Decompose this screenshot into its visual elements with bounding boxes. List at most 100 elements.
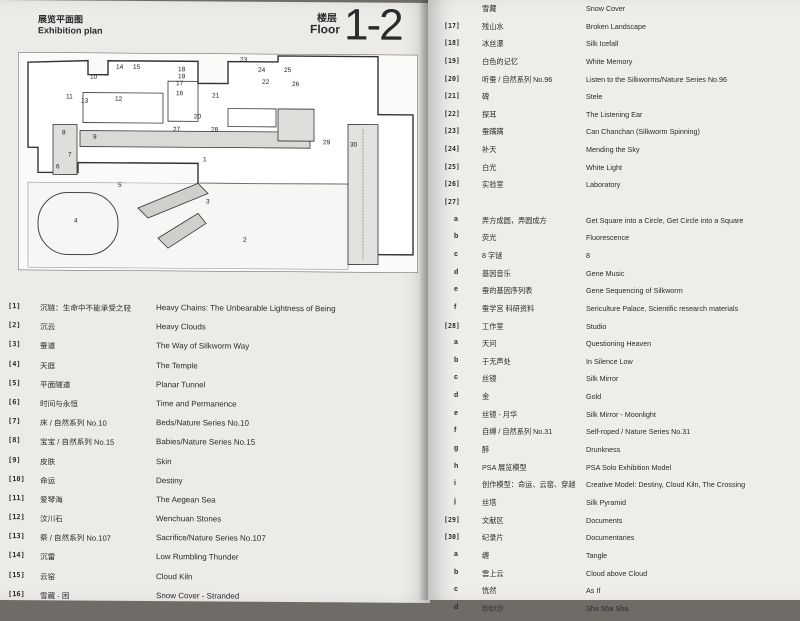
legend-cn: 探耳	[482, 109, 497, 119]
legend-en: Silk Mirror	[586, 374, 619, 384]
legend-num: e	[454, 409, 458, 417]
legend-en: Cloud above Cloud	[586, 568, 648, 578]
legend-num: [27]	[444, 198, 460, 207]
plan-label-28: 28	[211, 126, 219, 133]
left-page: 展览平面图 Exhibition plan 楼层 Floor 1-2 1 2 3…	[0, 0, 430, 604]
legend-num: [28]	[444, 321, 460, 330]
legend-cn: 雲上云	[482, 568, 504, 578]
legend-cn: 恍然	[482, 586, 497, 596]
legend-num: [23]	[444, 127, 460, 136]
legend-cn: 蚕道	[40, 341, 56, 351]
legend-num: j	[454, 497, 456, 505]
legend-cn: 蚕的基因序列表	[482, 286, 533, 296]
plan-label-14: 14	[116, 64, 124, 71]
legend-en: Studio	[586, 321, 607, 331]
legend-num: [1]	[8, 302, 21, 311]
legend-num: c	[454, 374, 458, 382]
legend-num: [10]	[8, 474, 25, 483]
legend-en: The Aegean Sea	[156, 494, 216, 505]
legend-num: [19]	[444, 56, 460, 65]
legend-en: Time and Permanence	[156, 399, 237, 409]
legend-en: Documentaries	[586, 533, 635, 543]
legend-cn: 床 / 自然系列 No.10	[40, 418, 107, 428]
legend-en: Beds/Nature Series No.10	[156, 418, 249, 428]
plan-label-15: 15	[133, 64, 141, 71]
legend-cn: 弄方成圆，弄圆成方	[482, 215, 547, 225]
plan-label-12: 12	[115, 96, 123, 103]
legend-en: Heavy Clouds	[156, 322, 206, 332]
plan-label-18: 18	[178, 66, 186, 73]
plan-title-en: Exhibition plan	[38, 25, 103, 36]
legend-en: Listen to the Silkworms/Nature Series No…	[586, 74, 728, 84]
legend-num: [7]	[8, 417, 21, 426]
legend-num: [20]	[444, 74, 460, 83]
legend-row: [30] 纪录片 Documentaries	[444, 533, 794, 551]
legend-en: PSA Solo Exhibition Model	[586, 462, 672, 472]
legend-cn: 宝宝 / 自然系列 No.15	[40, 437, 115, 448]
legend-en: Drunkness	[586, 445, 621, 455]
legend-en: Silk Mirror - Moonlight	[586, 409, 656, 419]
plan-label-7: 7	[68, 151, 72, 158]
plan-label-9: 9	[93, 134, 97, 141]
legend-cn: 荧光	[482, 233, 497, 243]
legend-en: In Silence Low	[586, 356, 633, 366]
legend-en: Sha Sha Sha	[586, 603, 629, 613]
legend-num: [30]	[444, 533, 460, 542]
legend-cn: 祭 / 自然系列 No.107	[40, 533, 111, 544]
legend-cn: 天问	[482, 339, 497, 349]
legend-en: The Way of Silkworm Way	[156, 341, 250, 352]
legend-cn: 纪录片	[482, 533, 504, 543]
legend-cn: 实验室	[482, 180, 504, 190]
plan-label-4: 4	[74, 218, 78, 225]
plan-label-27: 27	[173, 126, 181, 133]
legend-num: [6]	[8, 397, 21, 407]
legend-num: [9]	[8, 455, 21, 464]
legend-en: Mending the Sky	[586, 145, 640, 155]
legend-cn: 命运	[40, 475, 56, 486]
legend-cn: 白光	[482, 162, 497, 172]
legend-num: [16]	[8, 589, 25, 598]
plan-label-10: 10	[90, 74, 98, 81]
legend-num: [3]	[8, 340, 21, 349]
legend-cn: 补天	[482, 145, 497, 155]
legend-en: Heavy Chains: The Unbearable Lightness o…	[156, 303, 336, 314]
legend-en: Silk Pyramid	[586, 497, 626, 507]
plan-label-11: 11	[66, 93, 73, 100]
legend-num: [17]	[444, 21, 460, 30]
legend-num: [11]	[8, 493, 25, 503]
legend-en: Creative Model: Destiny, Cloud Kiln, The…	[586, 480, 746, 490]
legend-num: [12]	[8, 513, 25, 522]
legend-en: Low Rumbling Thunder	[156, 552, 239, 563]
legend-en: Stele	[586, 92, 603, 102]
legend-num: [24]	[444, 145, 460, 154]
legend-num: [29]	[444, 515, 460, 524]
legend-num: h	[454, 462, 459, 470]
floor-plan: 1 2 3 4 5 6 7 8 9 10 11 12 13 14 15 16 1…	[18, 52, 418, 273]
legend-cn: 汶川石	[40, 514, 63, 524]
legend-num: f	[454, 427, 457, 435]
legend-num: a	[454, 550, 458, 558]
legend-en: The Temple	[156, 360, 198, 370]
legend-num: g	[454, 445, 459, 453]
floor-number: 1-2	[344, 0, 402, 50]
plan-label-26: 26	[292, 81, 300, 88]
legend-en: White Memory	[586, 56, 633, 66]
legend-cn: 蚕蹒蹒	[482, 127, 504, 137]
legend-cn: 皮肤	[40, 456, 56, 466]
